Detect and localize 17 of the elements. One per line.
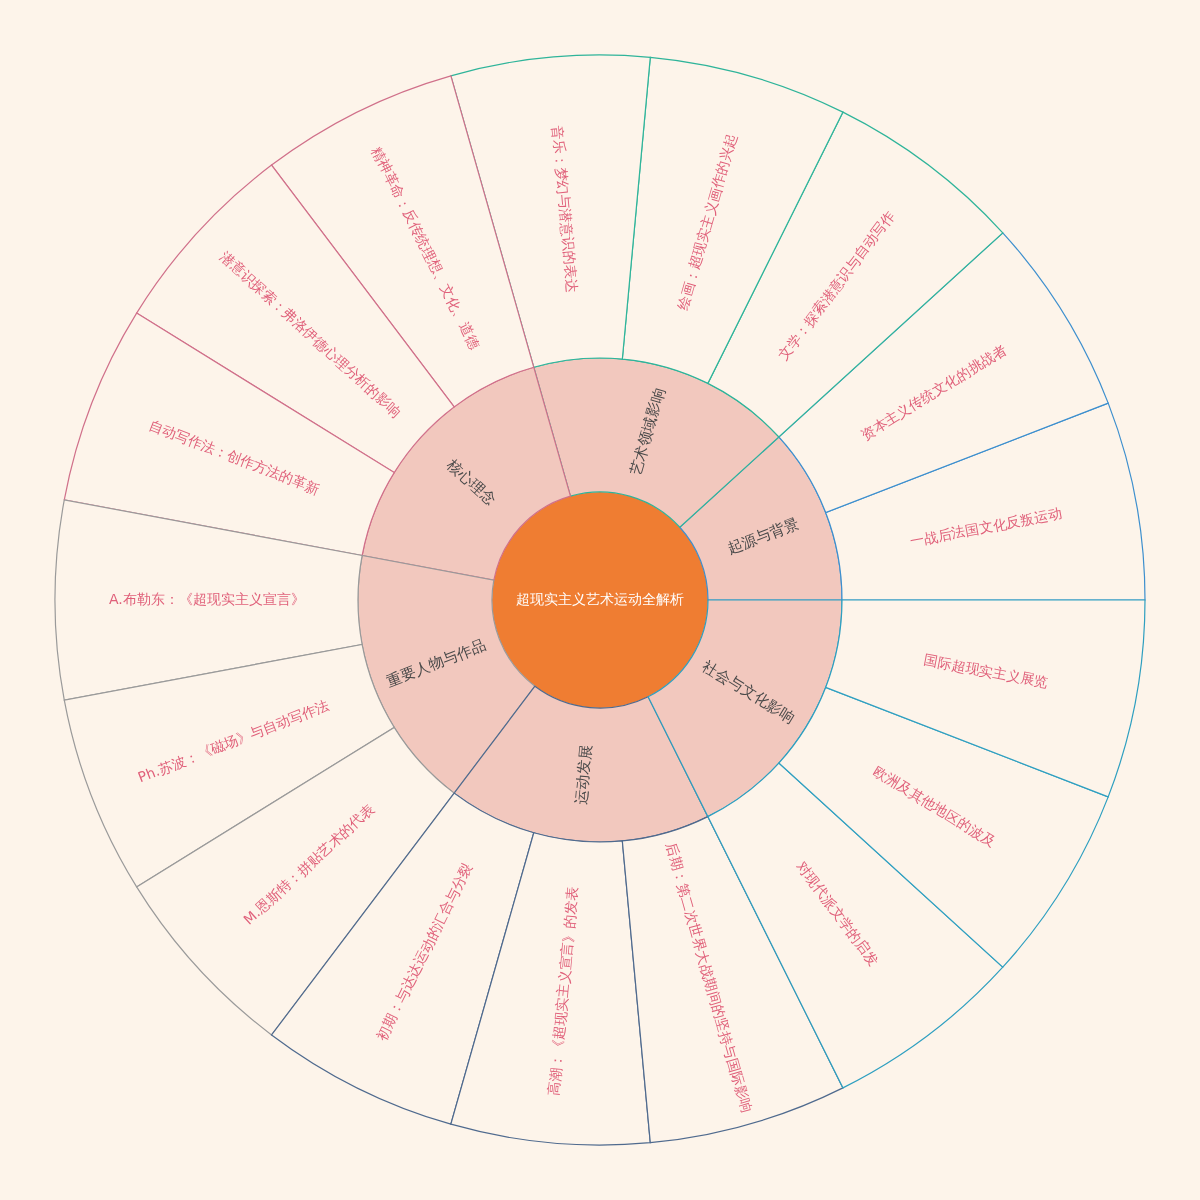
segment-label: A.布勒东：《超现实主义宣言》 xyxy=(109,591,305,609)
segment-label: 音乐：梦幻与潜意识的表达 xyxy=(548,124,581,294)
segment-label: 核心理念 xyxy=(442,454,500,510)
segment-label: 艺术领域影响 xyxy=(626,385,670,478)
segment-label: 高潮：《超现实主义宣言》的发表 xyxy=(545,885,582,1097)
segment-label: 对现代派文学的启发 xyxy=(792,857,882,970)
segment-label: 后期：第二次世界大战期间的坚持与国际影响 xyxy=(661,840,755,1116)
segment-label: 绘画：超现实主义画作的兴起 xyxy=(674,132,741,312)
segment-label: 一战后法国文化反叛运动 xyxy=(908,504,1064,551)
center-label: 超现实主义艺术运动全解析 xyxy=(516,591,684,609)
segment-label: 重要人物与作品 xyxy=(384,635,490,692)
segment-label: 欧洲及其他地区的波及 xyxy=(869,762,999,852)
segment-label: Ph.苏波：《磁场》与自动写作法 xyxy=(135,696,332,788)
segment-label: 社会与文化影响 xyxy=(699,656,799,728)
segment-label: 国际超现实主义展览 xyxy=(922,651,1050,693)
segment-label: 运动发展 xyxy=(571,743,597,805)
segment-label: 起源与背景 xyxy=(724,514,802,560)
